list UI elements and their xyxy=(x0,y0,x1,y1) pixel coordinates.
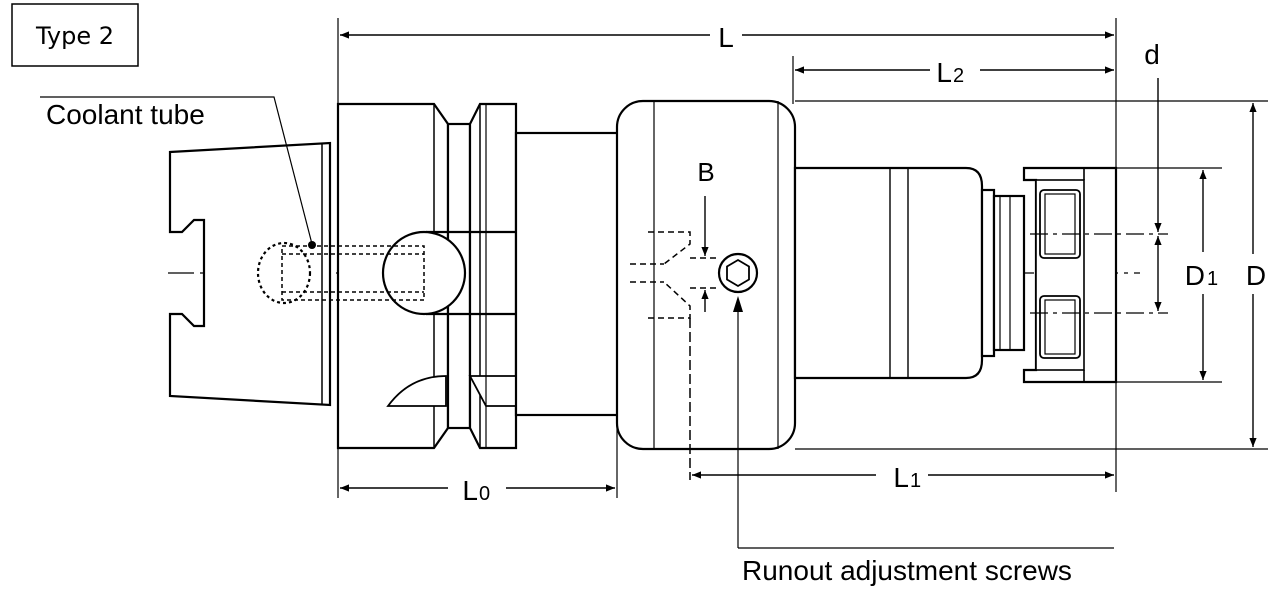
dimension-L1-label: L xyxy=(893,462,909,493)
dimension-D1: D 1 xyxy=(1185,170,1218,380)
collet-nut xyxy=(1022,166,1118,384)
svg-text:L: L xyxy=(462,475,478,506)
main-body xyxy=(615,99,797,451)
type-label-box: Type 2 xyxy=(11,3,139,67)
dimension-D1-subscript: 1 xyxy=(1207,268,1218,290)
dimension-D: D xyxy=(1246,103,1266,447)
taper-shank xyxy=(168,141,332,407)
runout-screws-label: Runout adjustment screws xyxy=(742,555,1072,586)
type-label: Type 2 xyxy=(35,22,114,50)
dimension-L-label: L xyxy=(718,22,734,53)
dimension-D1-label: D xyxy=(1185,260,1205,291)
dimension-L0-label: L xyxy=(462,475,478,506)
dimension-L1-subscript: 1 xyxy=(910,470,921,492)
bore-lines xyxy=(1030,233,1168,314)
front-section xyxy=(793,166,1026,380)
dimension-L2-label: L xyxy=(936,57,952,88)
svg-text:2: 2 xyxy=(953,65,964,87)
callout-runout-screws: Runout adjustment screws xyxy=(733,296,1114,586)
dimension-B: B xyxy=(697,157,715,312)
dimension-D-label: D xyxy=(1246,260,1266,291)
svg-text:L: L xyxy=(936,57,952,88)
dimension-L0: L 0 xyxy=(340,475,615,506)
svg-text:1: 1 xyxy=(910,470,921,492)
dimension-d: d xyxy=(1144,39,1162,311)
dimension-d-label: d xyxy=(1144,39,1160,70)
dimension-L0-subscript: 0 xyxy=(479,483,490,505)
screw-bore-hidden xyxy=(630,231,718,480)
dimension-L2: L 2 xyxy=(795,57,1114,88)
dimension-L2-subscript: 2 xyxy=(953,65,964,87)
dimension-B-label: B xyxy=(697,157,714,187)
dimension-L: L xyxy=(340,22,1114,53)
callout-coolant-tube: Coolant tube xyxy=(40,96,316,249)
svg-text:L: L xyxy=(893,462,909,493)
svg-text:D: D xyxy=(1185,260,1205,291)
coolant-tube-label: Coolant tube xyxy=(46,99,205,130)
svg-text:0: 0 xyxy=(479,483,490,505)
coolant-tube xyxy=(256,241,425,305)
hex-screw xyxy=(717,252,759,294)
svg-text:1: 1 xyxy=(1207,268,1218,290)
extension-lines xyxy=(337,18,1268,498)
neck xyxy=(514,131,622,417)
dimension-L1: L 1 xyxy=(692,462,1114,493)
